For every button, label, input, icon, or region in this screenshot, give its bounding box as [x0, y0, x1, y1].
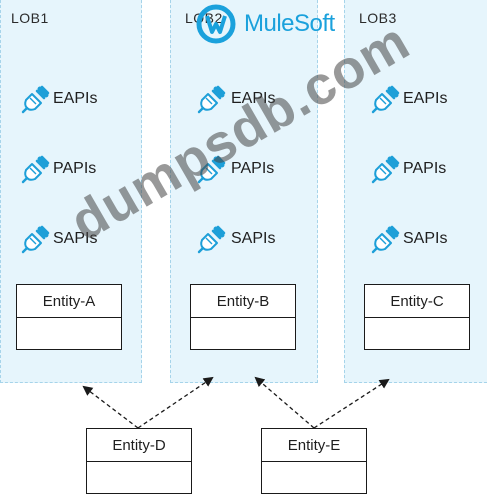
api-row-sapis: SAPIs: [345, 224, 487, 254]
lob-column-1: LOB1 EAPIs PAPIs SAPIs Entity-A: [0, 0, 142, 383]
mulesoft-logo-icon: [196, 4, 236, 44]
api-row-eapis: EAPIs: [345, 84, 487, 114]
api-row-eapis: EAPIs: [1, 84, 141, 114]
api-label: PAPIs: [403, 160, 447, 177]
entity-name: Entity-E: [262, 429, 366, 462]
api-label: SAPIs: [53, 230, 98, 247]
entity-b-box: Entity-B: [190, 284, 296, 350]
api-label: EAPIs: [53, 90, 98, 107]
arrow-entity-d-to-entity-b: [137, 376, 214, 429]
api-label: SAPIs: [231, 230, 276, 247]
api-label: PAPIs: [231, 160, 275, 177]
api-label: EAPIs: [403, 90, 448, 107]
api-row-eapis: EAPIs: [171, 84, 317, 114]
mulesoft-logo: MuleSoft: [188, 4, 360, 44]
api-row-sapis: SAPIs: [171, 224, 317, 254]
api-label: PAPIs: [53, 160, 97, 177]
api-row-papis: PAPIs: [171, 154, 317, 184]
mulesoft-logo-text: MuleSoft: [244, 10, 335, 37]
api-row-papis: PAPIs: [1, 154, 141, 184]
entity-name: Entity-C: [365, 285, 469, 318]
api-row-sapis: SAPIs: [1, 224, 141, 254]
lob-title: LOB2: [185, 10, 223, 26]
lob-column-2: LOB2 EAPIs PAPIs SAPIs Entity-B: [170, 0, 318, 383]
arrow-entity-d-to-entity-a: [82, 385, 139, 429]
entity-name: Entity-A: [17, 285, 121, 318]
lob-title: LOB3: [359, 10, 397, 26]
arrow-entity-e-to-entity-c: [313, 378, 390, 429]
api-label: SAPIs: [403, 230, 448, 247]
entity-name: Entity-B: [191, 285, 295, 318]
lob-column-3: LOB3 EAPIs PAPIs SAPIs Entity-C: [344, 0, 487, 383]
arrow-entity-e-to-entity-b: [254, 376, 315, 429]
entity-d-box: Entity-D: [86, 428, 192, 494]
entity-a-box: Entity-A: [16, 284, 122, 350]
entity-e-box: Entity-E: [261, 428, 367, 494]
entity-name: Entity-D: [87, 429, 191, 462]
entity-c-box: Entity-C: [364, 284, 470, 350]
lob-title: LOB1: [11, 10, 49, 26]
api-label: EAPIs: [231, 90, 276, 107]
api-row-papis: PAPIs: [345, 154, 487, 184]
